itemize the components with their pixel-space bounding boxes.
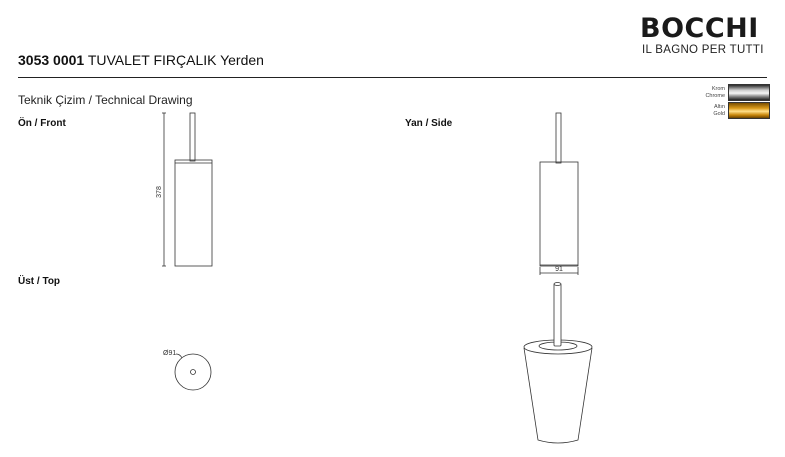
finish-chrome-tr: Krom: [711, 86, 725, 92]
brand-tagline: IL BAGNO PER TUTTI: [642, 44, 764, 56]
finish-chrome: Krom Chrome: [690, 84, 770, 101]
gold-swatch: [728, 102, 770, 119]
finish-gold-tr: Altın: [713, 104, 725, 110]
diameter-dimension: Ø91: [163, 350, 176, 357]
page-title: 3053 0001 TUVALET FIRÇALIK Yerden: [18, 52, 264, 68]
finish-gold-en: Gold: [713, 110, 725, 117]
top-view-label: Üst / Top: [18, 276, 61, 287]
title-divider: [18, 77, 767, 78]
front-view-label: Ön / Front: [18, 118, 66, 129]
drawing-subtitle: Teknik Çizim / Technical Drawing: [18, 93, 193, 107]
brand-name: BOCCHI: [640, 13, 759, 44]
product-code: 3053 0001: [18, 52, 85, 68]
height-dimension: 378: [156, 186, 163, 198]
finish-chrome-en: Chrome: [705, 92, 725, 99]
width-dimension: 91: [555, 266, 563, 273]
brand-logo: BOCCHI IL BAGNO PER TUTTI: [640, 13, 770, 57]
finish-swatches: Krom Chrome Altın Gold: [690, 84, 770, 120]
side-view-label: Yan / Side: [405, 118, 453, 129]
finish-gold: Altın Gold: [690, 102, 770, 119]
product-name: TUVALET FIRÇALIK Yerden: [87, 52, 264, 68]
chrome-swatch: [728, 84, 770, 101]
